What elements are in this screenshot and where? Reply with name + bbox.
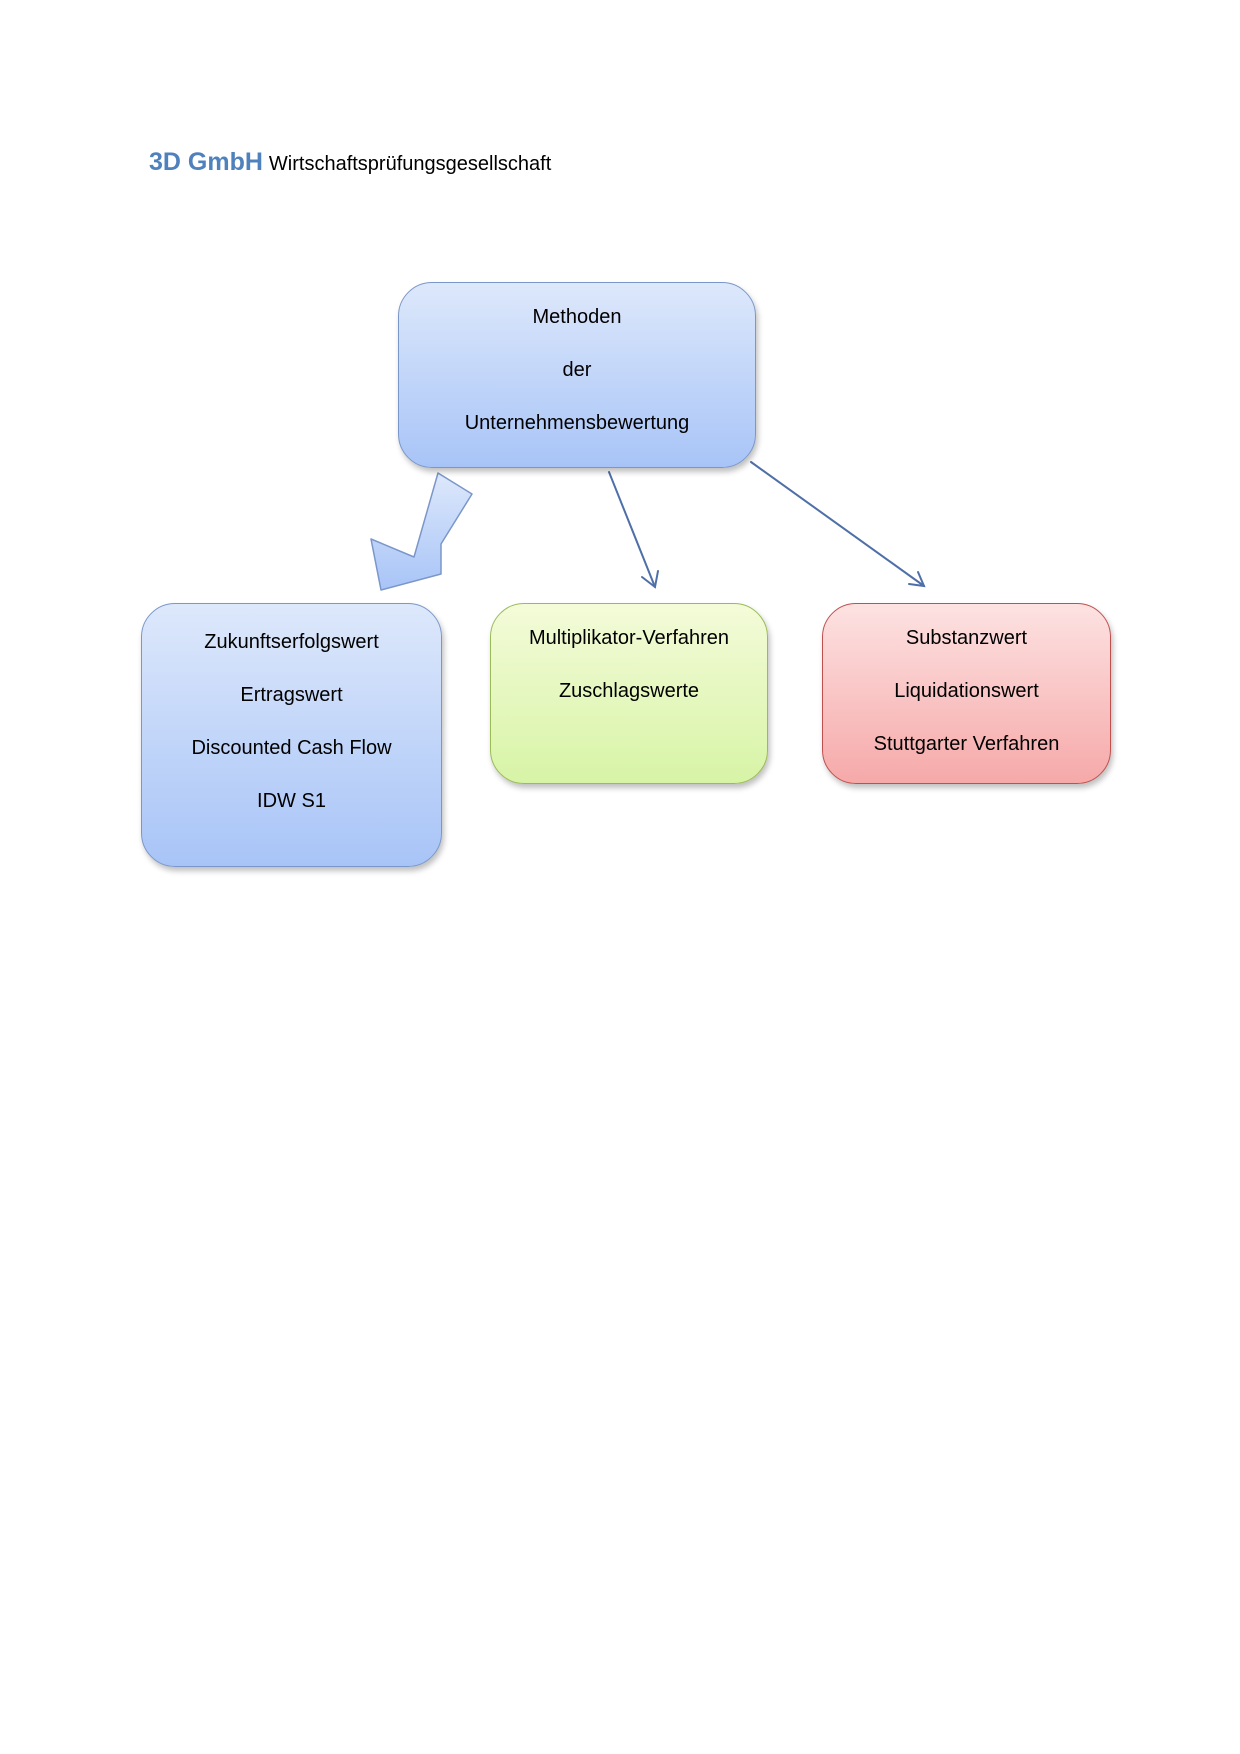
node-zukunftserfolgswert: Zukunftserfolgswert Ertragswert Discount… (141, 603, 442, 867)
node-left-line-2: Ertragswert (240, 684, 343, 706)
node-left-line-3: Discounted Cash Flow (191, 737, 392, 759)
node-right-line-3: Stuttgarter Verfahren (873, 733, 1060, 755)
node-root-line-3: Unternehmensbewertung (464, 412, 690, 434)
company-subtitle: Wirtschaftsprüfungsgesellschaft (268, 153, 552, 175)
node-left-line-4: IDW S1 (257, 790, 326, 812)
block-arrow-left (370, 472, 473, 591)
node-middle-line-1: Multiplikator-Verfahren (528, 627, 730, 649)
node-right-line-1: Substanzwert (905, 627, 1028, 649)
node-multiplikator-verfahren: Multiplikator-Verfahren Zuschlagswerte (490, 603, 768, 784)
node-root-line-1: Methoden (532, 306, 622, 328)
node-middle-line-2: Zuschlagswerte (558, 680, 700, 702)
line-arrow-middle (608, 471, 659, 589)
node-substanzwert: Substanzwert Liquidationswert Stuttgarte… (822, 603, 1111, 784)
node-root-line-2: der (562, 359, 592, 381)
node-left-line-1: Zukunftserfolgswert (204, 631, 379, 653)
node-right-line-2: Liquidationswert (894, 680, 1039, 702)
line-arrow-right (750, 461, 926, 588)
company-brand: 3D GmbH (149, 148, 263, 176)
node-methoden-unternehmensbewertung: Methoden der Unternehmensbewertung (398, 282, 756, 468)
